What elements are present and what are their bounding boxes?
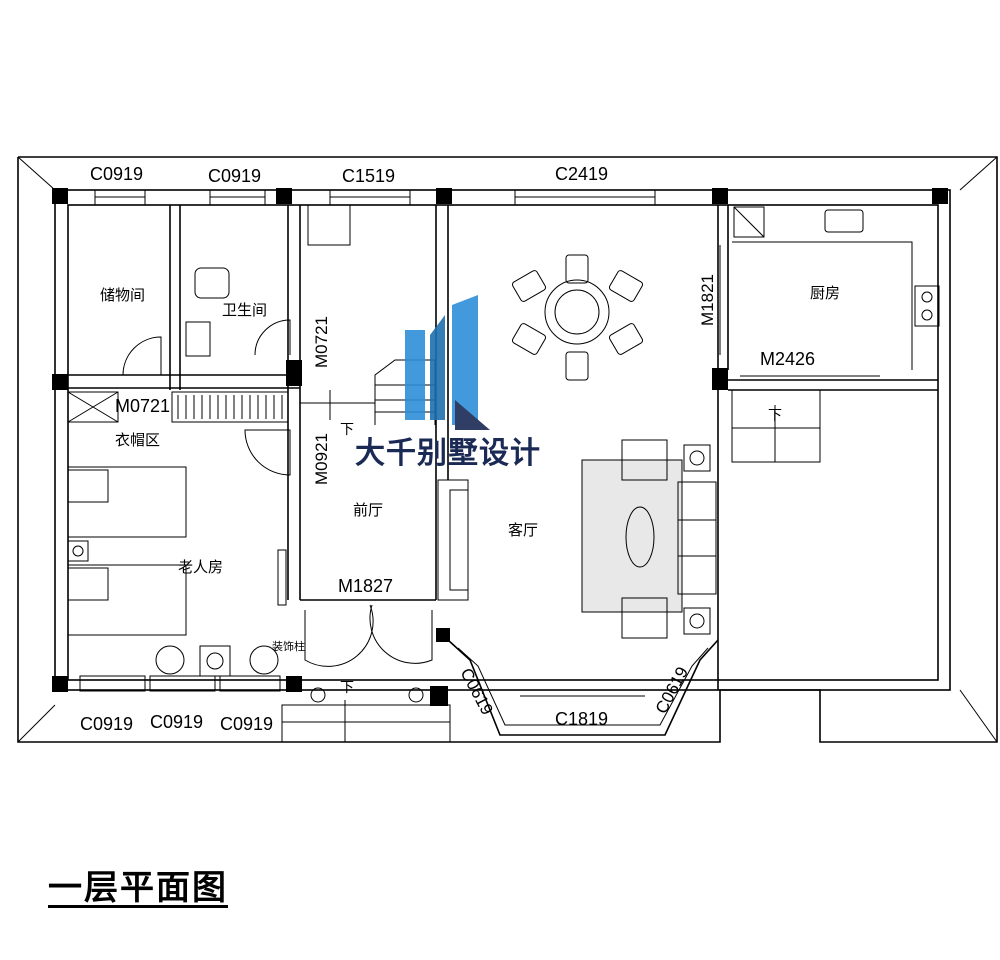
door-label-m0721-storage: M0721 bbox=[115, 396, 170, 416]
living-furniture bbox=[437, 439, 717, 639]
room-label-elder-room: 老人房 bbox=[178, 558, 223, 576]
bottom-windows bbox=[79, 675, 281, 692]
window-label-top-1: C0919 bbox=[90, 164, 143, 184]
stair-down-center: 下 bbox=[340, 422, 354, 438]
room-label-foyer: 前厅 bbox=[353, 501, 383, 519]
door-swings bbox=[122, 245, 880, 667]
door-label-m0721-bath: M0721 bbox=[312, 316, 331, 368]
door-label-m0921: M0921 bbox=[312, 433, 331, 485]
window-label-top-3: C1519 bbox=[342, 166, 395, 186]
dining-set bbox=[511, 254, 644, 381]
door-label-m2426: M2426 bbox=[760, 349, 815, 369]
room-label-kitchen: 厨房 bbox=[810, 284, 840, 302]
window-label-bay-center: C1819 bbox=[555, 709, 608, 729]
kitchen-steps bbox=[731, 389, 821, 463]
title-underline bbox=[48, 905, 228, 908]
window-label-top-2: C0919 bbox=[208, 166, 261, 186]
room-label-pillar: 装饰柱 bbox=[272, 639, 305, 653]
entry-steps bbox=[281, 687, 451, 743]
stair-down-kitchen: 下 bbox=[768, 408, 782, 424]
kitchen-counter bbox=[732, 206, 940, 370]
room-labels: 储物间 卫生间 厨房 衣帽区 老人房 前厅 客厅 装饰柱 bbox=[100, 284, 840, 653]
watermark-text: 大千别墅设计 bbox=[355, 436, 541, 471]
window-label-bay-left: C0619 bbox=[456, 665, 496, 718]
bath-fixtures bbox=[185, 204, 351, 357]
plan-title: 一层平面图 bbox=[48, 868, 228, 908]
window-label-bottom-1: C0919 bbox=[80, 714, 133, 734]
stair-labels: 下 下 下 bbox=[340, 408, 782, 696]
top-windows bbox=[94, 189, 656, 206]
window-label-bottom-2: C0919 bbox=[150, 712, 203, 732]
door-labels: M0721 M0721 M0921 M1821 M2426 M1827 bbox=[115, 274, 815, 596]
room-label-bathroom: 卫生间 bbox=[222, 301, 267, 319]
beds bbox=[67, 466, 287, 677]
room-label-storage: 储物间 bbox=[100, 286, 145, 304]
watermark-logo-icon bbox=[405, 295, 490, 430]
stair-down-entry: 下 bbox=[340, 680, 354, 696]
room-label-cloakroom: 衣帽区 bbox=[115, 431, 160, 449]
window-label-top-4: C2419 bbox=[555, 164, 608, 184]
wall-columns bbox=[52, 188, 948, 706]
bay-window bbox=[447, 639, 719, 736]
storage-shelf bbox=[67, 391, 289, 423]
room-label-living: 客厅 bbox=[508, 521, 538, 539]
door-label-m1827: M1827 bbox=[338, 576, 393, 596]
window-label-bottom-3: C0919 bbox=[220, 714, 273, 734]
door-label-m1821: M1821 bbox=[698, 274, 717, 326]
exterior-walls bbox=[54, 189, 951, 691]
